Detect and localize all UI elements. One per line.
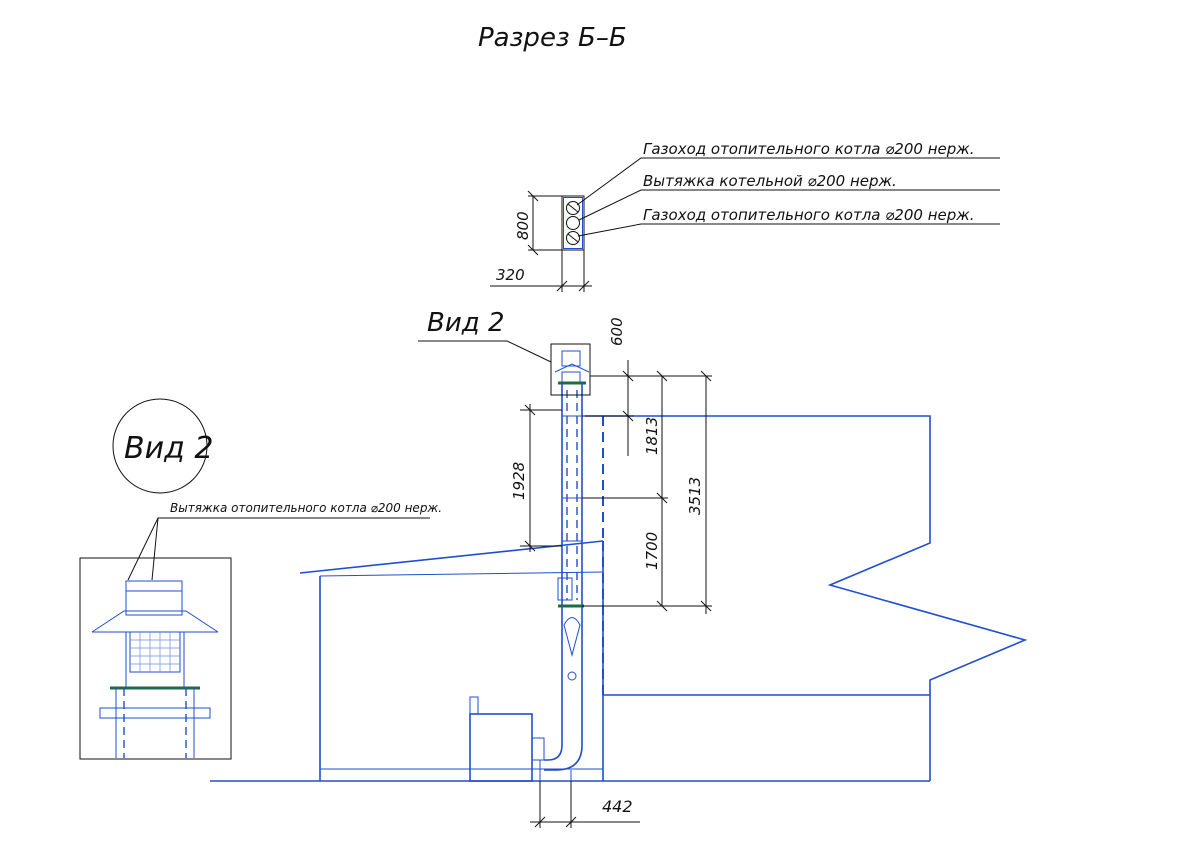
leader-flue-2	[577, 223, 1000, 237]
chimney-cap-hood	[554, 363, 590, 373]
flue-pipe-circle-top	[566, 201, 580, 215]
view-2-callout: Вид 2	[418, 308, 591, 396]
house-outline	[585, 415, 1028, 696]
detail-frame	[79, 557, 232, 760]
dim-text-1813: 1813	[643, 417, 661, 455]
tick-442-left	[534, 816, 546, 828]
dim-text-3513: 3513	[686, 477, 704, 515]
label-flue-1: Газоход отопительного котла ⌀200 нерж.	[643, 140, 975, 158]
boiler-body	[469, 713, 533, 782]
dim-text-442: 442	[602, 797, 633, 816]
drawing-title: Разрез Б–Б	[478, 23, 627, 53]
detail-leader-b	[151, 517, 159, 581]
section-outline	[561, 195, 585, 251]
vertical-dimensions: 600 1813 1700 3513 1928	[510, 317, 712, 614]
view-2-frame	[550, 343, 591, 396]
chimney	[544, 350, 590, 781]
tick-320-right	[578, 280, 590, 292]
boiler-outlet	[531, 737, 545, 761]
tick-1813-top	[622, 410, 634, 422]
tick-1928-top	[524, 404, 536, 416]
flue-hatch-bottom	[567, 233, 579, 243]
view-2-tag: Вид 2	[427, 308, 505, 338]
tick-3513-top	[700, 370, 712, 382]
boiler-top-fitting	[469, 696, 479, 715]
tick-600-top	[622, 370, 634, 382]
chimney-cap-top	[561, 350, 581, 367]
dim-text-1700: 1700	[643, 532, 661, 570]
flue-pipe-circle-bottom	[566, 231, 580, 245]
detail-caption: Вытяжка отопительного котла ⌀200 нерж.	[170, 501, 442, 515]
exhaust-pipe-circle	[566, 216, 580, 230]
tick-1928-bottom	[524, 540, 536, 552]
tick-3513-bottom	[700, 600, 712, 612]
roof-underside	[319, 571, 604, 577]
dim-text-600: 600	[608, 317, 626, 346]
detail-cap-head	[125, 580, 183, 616]
detail-flange	[99, 707, 211, 719]
flue-hatch-top	[567, 203, 579, 213]
dim-text-1928: 1928	[510, 462, 528, 500]
tick-1700-bottom	[656, 600, 668, 612]
view-2-leader	[418, 340, 552, 363]
bottom-dimension: 442	[530, 781, 640, 828]
elbow-outer	[544, 744, 583, 771]
condensate-cone	[563, 617, 581, 657]
detail-view-2: Вид 2 Вытяжка отопительного котла ⌀200 н…	[79, 398, 442, 760]
detail-leader-a	[127, 517, 430, 581]
chimney-cap-mesh	[561, 371, 581, 383]
building-section	[210, 415, 1028, 782]
drain-point	[567, 671, 577, 681]
tick-442-right	[565, 816, 577, 828]
detail-hood	[91, 610, 219, 633]
detail-mesh-frame	[129, 631, 181, 673]
dim-text-800: 800	[514, 211, 532, 240]
dim-text-320: 320	[496, 266, 525, 284]
detail-mesh-grid	[130, 632, 180, 672]
tick-800-top	[527, 190, 539, 202]
tick-800-bottom	[527, 244, 539, 256]
tick-1813-upper	[656, 370, 668, 382]
leader-exhaust	[578, 189, 1000, 221]
inspection-tee	[557, 577, 573, 601]
view-2-circle	[112, 398, 208, 494]
chimney-cross-section: Газоход отопительного котла ⌀200 нерж. В…	[490, 140, 1000, 292]
elbow-inner	[544, 744, 563, 761]
label-flue-2: Газоход отопительного котла ⌀200 нерж.	[643, 206, 975, 224]
leader-flue-1	[576, 157, 1000, 206]
section-inner	[563, 197, 583, 249]
label-exhaust: Вытяжка котельной ⌀200 нерж.	[643, 172, 897, 190]
tick-320-left	[556, 280, 568, 292]
view-2-circle-label: Вид 2	[124, 431, 213, 466]
